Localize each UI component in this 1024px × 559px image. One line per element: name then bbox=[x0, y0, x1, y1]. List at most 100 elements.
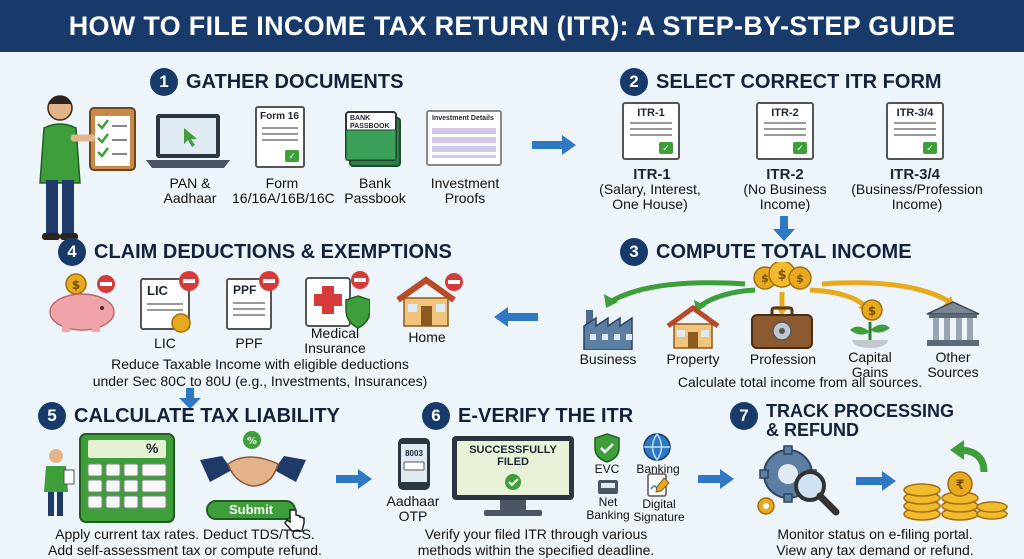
itr2-name: ITR-2 bbox=[766, 166, 804, 183]
handshake-icon: % bbox=[200, 431, 306, 487]
step-title: CALCULATE TAX LIABILITY bbox=[74, 404, 340, 427]
home-icon bbox=[396, 273, 463, 327]
ppf-doc-text: PPF bbox=[233, 283, 257, 297]
svg-text:₹: ₹ bbox=[955, 478, 964, 493]
home-label: Home bbox=[408, 329, 446, 345]
shield-check-icon bbox=[594, 433, 620, 463]
piggy-bank-icon: $ bbox=[49, 273, 115, 332]
method-evc: EVC bbox=[594, 462, 620, 476]
itr1-form-icon: ITR-1 ✓ bbox=[622, 102, 680, 160]
arrow-right-icon bbox=[856, 471, 896, 491]
minus-badge-icon bbox=[259, 271, 279, 291]
factory-icon bbox=[583, 310, 633, 350]
pan-aadhaar-label: PAN & Aadhaar bbox=[163, 175, 217, 206]
itr1-doc-text: ITR-1 bbox=[637, 107, 665, 119]
screen-status-text: SUCCESSFULLY FILED bbox=[469, 444, 557, 468]
arrow-down-icon bbox=[179, 388, 201, 409]
bank-passbook-label: Bank Passbook bbox=[344, 175, 406, 206]
svg-text:%: % bbox=[247, 436, 257, 447]
step-title: TRACK PROCESSING & REFUND bbox=[766, 401, 955, 440]
itr34-desc: (Business/Profession Income) bbox=[851, 181, 983, 212]
lic-label: LIC bbox=[154, 335, 176, 351]
itr34-form-icon: ITR-3/4 ✓ bbox=[886, 102, 944, 160]
person-icon bbox=[44, 449, 75, 516]
cursor-hand-icon bbox=[284, 509, 305, 532]
bank-passbook-icon bbox=[345, 111, 401, 167]
coins-refund-icon: ₹ bbox=[903, 440, 1008, 521]
monitor-icon bbox=[452, 436, 574, 516]
svg-text:$: $ bbox=[761, 272, 769, 285]
form16-doc-text: Form 16 bbox=[260, 111, 299, 122]
calculator-icon bbox=[79, 433, 175, 523]
step-7-section: 7 TRACK PROCESSING & REFUND ₹ Monitor st… bbox=[730, 400, 1024, 559]
ppf-label: PPF bbox=[235, 335, 263, 351]
globe-icon bbox=[643, 433, 671, 461]
itr1-desc: (Salary, Interest, One House) bbox=[599, 181, 701, 212]
itr34-name: ITR-3/4 bbox=[889, 166, 940, 183]
house-icon bbox=[666, 304, 720, 349]
step-title: GATHER DOCUMENTS bbox=[186, 70, 404, 93]
step-title: E-VERIFY THE ITR bbox=[458, 404, 634, 427]
itr2-doc-text: ITR-2 bbox=[771, 107, 799, 119]
person-clipboard-icon bbox=[39, 95, 136, 240]
arrow-down-icon bbox=[773, 216, 795, 241]
source-capital-gains: Capital Gains bbox=[848, 349, 892, 380]
svg-text:$: $ bbox=[777, 268, 786, 283]
bank-building-icon bbox=[926, 301, 980, 346]
laptop-icon bbox=[146, 114, 230, 168]
step-5-section: 5 CALCULATE TAX LIABILITY % % Submit App… bbox=[0, 400, 350, 559]
form16-label: Form 16/16A/16B/16C bbox=[232, 175, 335, 206]
step-6-section: 6 E-VERIFY THE ITR 8003 Aadhaar OTP SUCC… bbox=[376, 400, 696, 559]
step-5-note: Apply current tax rates. Deduct TDS/TCS.… bbox=[48, 526, 322, 558]
submit-button[interactable]: Submit bbox=[206, 500, 296, 520]
lic-document-icon: LIC bbox=[140, 278, 190, 330]
lic-doc-text: LIC bbox=[147, 283, 168, 298]
source-profession: Profession bbox=[749, 351, 817, 367]
medical-label: Medical Insurance bbox=[304, 325, 366, 356]
source-property: Property bbox=[666, 351, 720, 367]
method-net-banking: Net Banking bbox=[586, 495, 630, 522]
step-title: COMPUTE TOTAL INCOME bbox=[656, 240, 912, 263]
arrow-right-icon bbox=[532, 135, 576, 155]
minus-badge-icon bbox=[179, 271, 199, 291]
step-number: 6 bbox=[422, 402, 450, 430]
step-1-section: 1 GATHER DOCUMENTS PAN & Aadhaar Form 16… bbox=[0, 58, 520, 240]
briefcase-icon bbox=[751, 306, 813, 349]
investment-doc-text: Investment Details bbox=[432, 115, 494, 122]
step-6-note: Verify your filed ITR through various me… bbox=[417, 526, 655, 558]
bank-passbook-doc-text: BANK PASSBOOK bbox=[350, 115, 390, 130]
svg-text:$: $ bbox=[72, 278, 80, 292]
itr2-form-icon: ITR-2 ✓ bbox=[756, 102, 814, 160]
arrow-right-icon bbox=[698, 469, 734, 489]
step-number: 1 bbox=[150, 68, 178, 96]
net-banking-icon bbox=[598, 480, 618, 494]
step-3-section: 3 COMPUTE TOTAL INCOME $ $ $ Business bbox=[560, 232, 1024, 392]
method-banking: Banking bbox=[636, 462, 680, 476]
form16-document-icon: Form 16 ✓ bbox=[255, 106, 305, 168]
calculator-percent: % bbox=[146, 440, 159, 456]
page-title: HOW TO FILE INCOME TAX RETURN (ITR): A S… bbox=[0, 0, 1024, 52]
step-7-note: Monitor status on e-filing portal. View … bbox=[776, 526, 974, 558]
svg-text:$: $ bbox=[868, 304, 876, 318]
itr1-name: ITR-1 bbox=[633, 166, 671, 183]
step-number: 3 bbox=[620, 238, 648, 266]
step-number: 4 bbox=[58, 238, 86, 266]
step-number: 2 bbox=[620, 68, 648, 96]
step-2-section: 2 SELECT CORRECT ITR FORM ITR-1 ✓ ITR-1 … bbox=[580, 58, 1020, 228]
source-other: Other Sources bbox=[927, 349, 979, 380]
method-digital-signature: Digital Signature bbox=[633, 497, 685, 524]
step-4-note: Reduce Taxable Income with eligible dedu… bbox=[92, 356, 428, 389]
money-plant-icon: $ bbox=[850, 299, 890, 348]
source-business: Business bbox=[579, 351, 637, 367]
digital-signature-icon bbox=[647, 473, 670, 497]
step-title: CLAIM DEDUCTIONS & EXEMPTIONS bbox=[94, 240, 452, 263]
svg-text:$: $ bbox=[796, 272, 804, 285]
itr34-doc-text: ITR-3/4 bbox=[896, 107, 934, 119]
step-4-section: 4 CLAIM DEDUCTIONS & EXEMPTIONS $ LIC LI… bbox=[0, 232, 500, 392]
arrow-right-icon bbox=[336, 469, 372, 489]
method-aadhaar-otp: Aadhaar OTP bbox=[386, 493, 440, 524]
step-number: 5 bbox=[38, 402, 66, 430]
itr2-desc: (No Business Income) bbox=[743, 181, 827, 212]
medical-insurance-icon bbox=[305, 271, 370, 329]
phone-code: 8003 bbox=[405, 449, 423, 458]
